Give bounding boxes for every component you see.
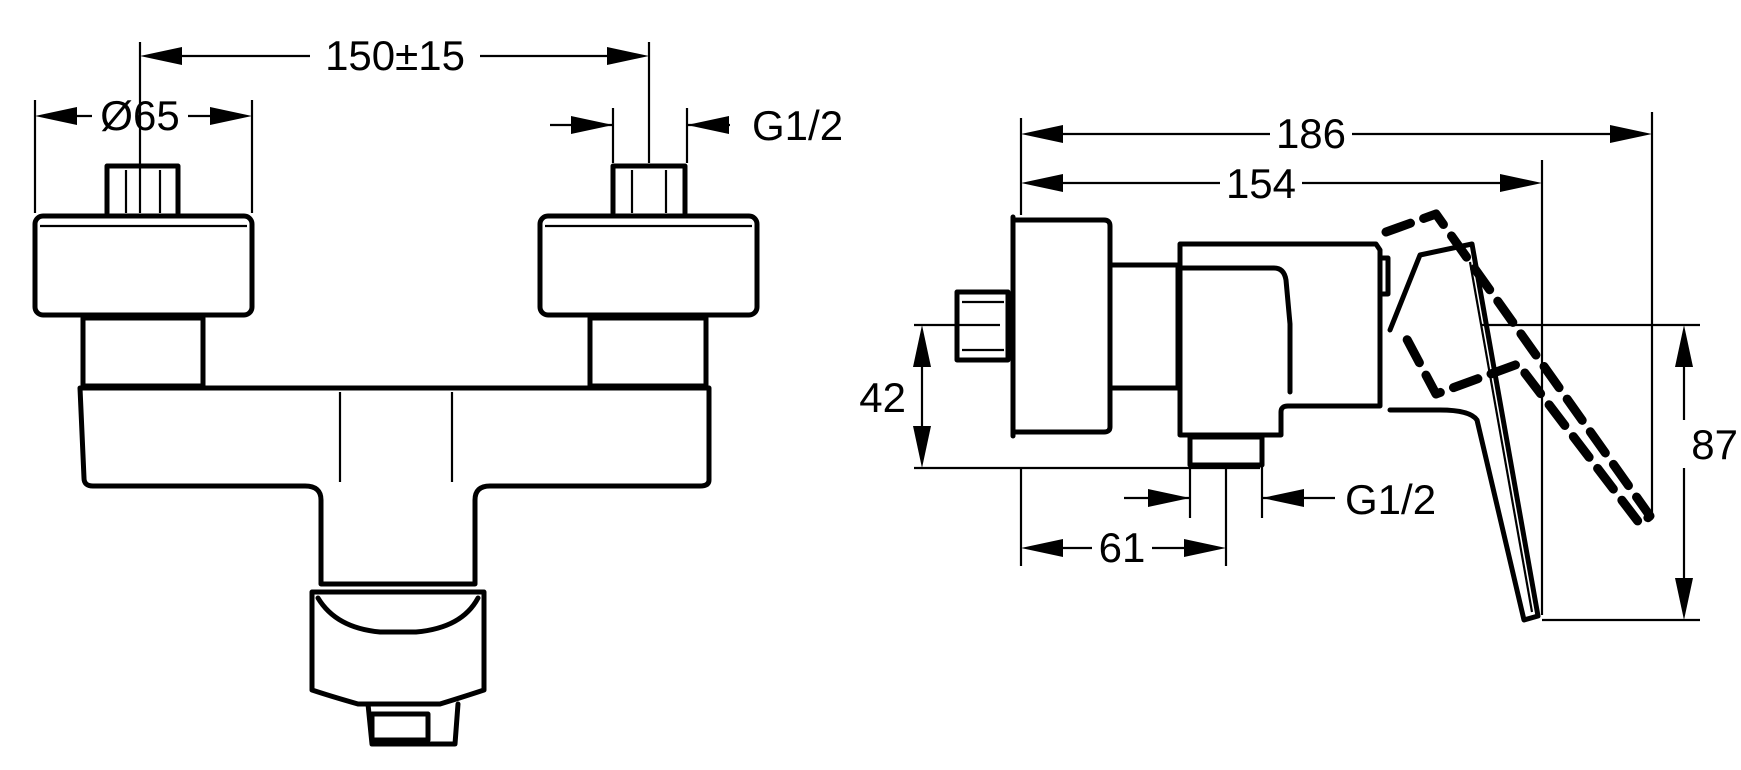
outlet-connector xyxy=(309,589,487,707)
total-depth-label: 186 xyxy=(1276,110,1346,157)
cover-diameter-label: Ø65 xyxy=(100,92,179,139)
right-cover xyxy=(537,213,760,318)
lever-height-label: 87 xyxy=(1691,421,1738,468)
right-eccentric xyxy=(587,315,709,389)
left-eccentric xyxy=(80,315,206,389)
lever-handle xyxy=(1387,241,1541,623)
mixer-body xyxy=(77,385,712,587)
side-dimensions: 186 154 42 61 G1/2 xyxy=(850,110,1738,622)
left-cover xyxy=(32,213,255,318)
front-dimensions: 150±15 Ø65 G1/2 xyxy=(33,32,843,213)
right-inlet-stub xyxy=(610,163,688,216)
left-inlet-stub xyxy=(104,163,181,216)
outlet-offset-label: 61 xyxy=(1099,524,1146,571)
body-depth-label: 154 xyxy=(1226,160,1296,207)
side-body xyxy=(1177,241,1383,438)
outlet-thread-label: G1/2 xyxy=(1345,476,1436,523)
inlet-thread-label: G1/2 xyxy=(752,102,843,149)
side-outlet xyxy=(1187,434,1265,468)
side-view xyxy=(954,209,1655,623)
front-view xyxy=(32,163,760,747)
side-cover xyxy=(1010,217,1113,435)
lever-open-position xyxy=(1381,209,1655,529)
centers-distance-label: 150±15 xyxy=(325,32,465,79)
height-offset-label: 42 xyxy=(859,374,906,421)
